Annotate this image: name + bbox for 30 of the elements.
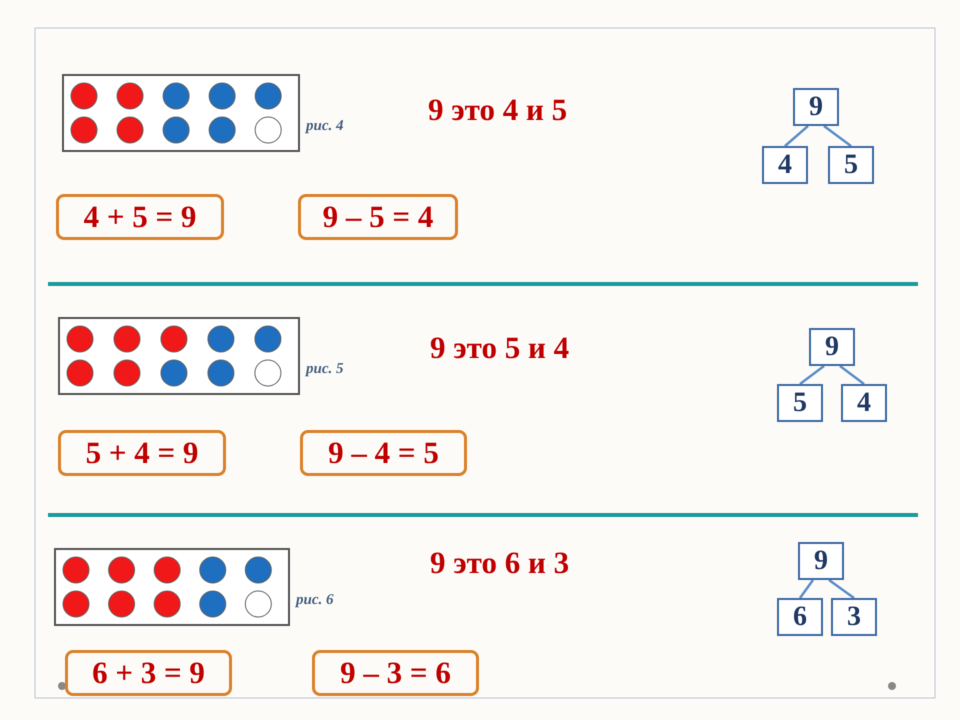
equation-box: 4 + 5 = 9 [56,194,224,240]
connector-line [839,365,865,385]
figure-caption: рис. 5 [306,361,344,378]
equation-box: 6 + 3 = 9 [65,650,232,696]
number-box: 9 [809,328,855,366]
connector-line [799,365,825,385]
figure-caption: рис. 4 [306,118,344,135]
figure-caption: рис. 6 [296,592,334,609]
number-box: 3 [831,598,877,636]
connector-line [798,579,814,599]
number-box: 9 [798,542,844,580]
equation-box: 5 + 4 = 9 [58,430,226,476]
connector-line [828,578,855,600]
connector-line [823,125,852,147]
ten-frame-drawing [54,548,290,626]
number-box: 5 [828,146,874,184]
equation-box: 9 – 5 = 4 [298,194,458,240]
number-box: 4 [841,384,887,422]
statement-text: 9 это 4 и 5 [428,92,568,128]
ten-frame-drawing [58,317,300,395]
number-box: 4 [762,146,808,184]
equation-box: 9 – 3 = 6 [312,650,479,696]
number-box: 6 [777,598,823,636]
connector-line [784,125,809,147]
statement-text: 9 это 6 и 3 [430,545,570,581]
ten-frame-drawing [62,74,300,152]
equation-box: 9 – 4 = 5 [300,430,467,476]
statement-text: 9 это 5 и 4 [430,330,570,366]
number-box: 5 [777,384,823,422]
number-box: 9 [793,88,839,126]
